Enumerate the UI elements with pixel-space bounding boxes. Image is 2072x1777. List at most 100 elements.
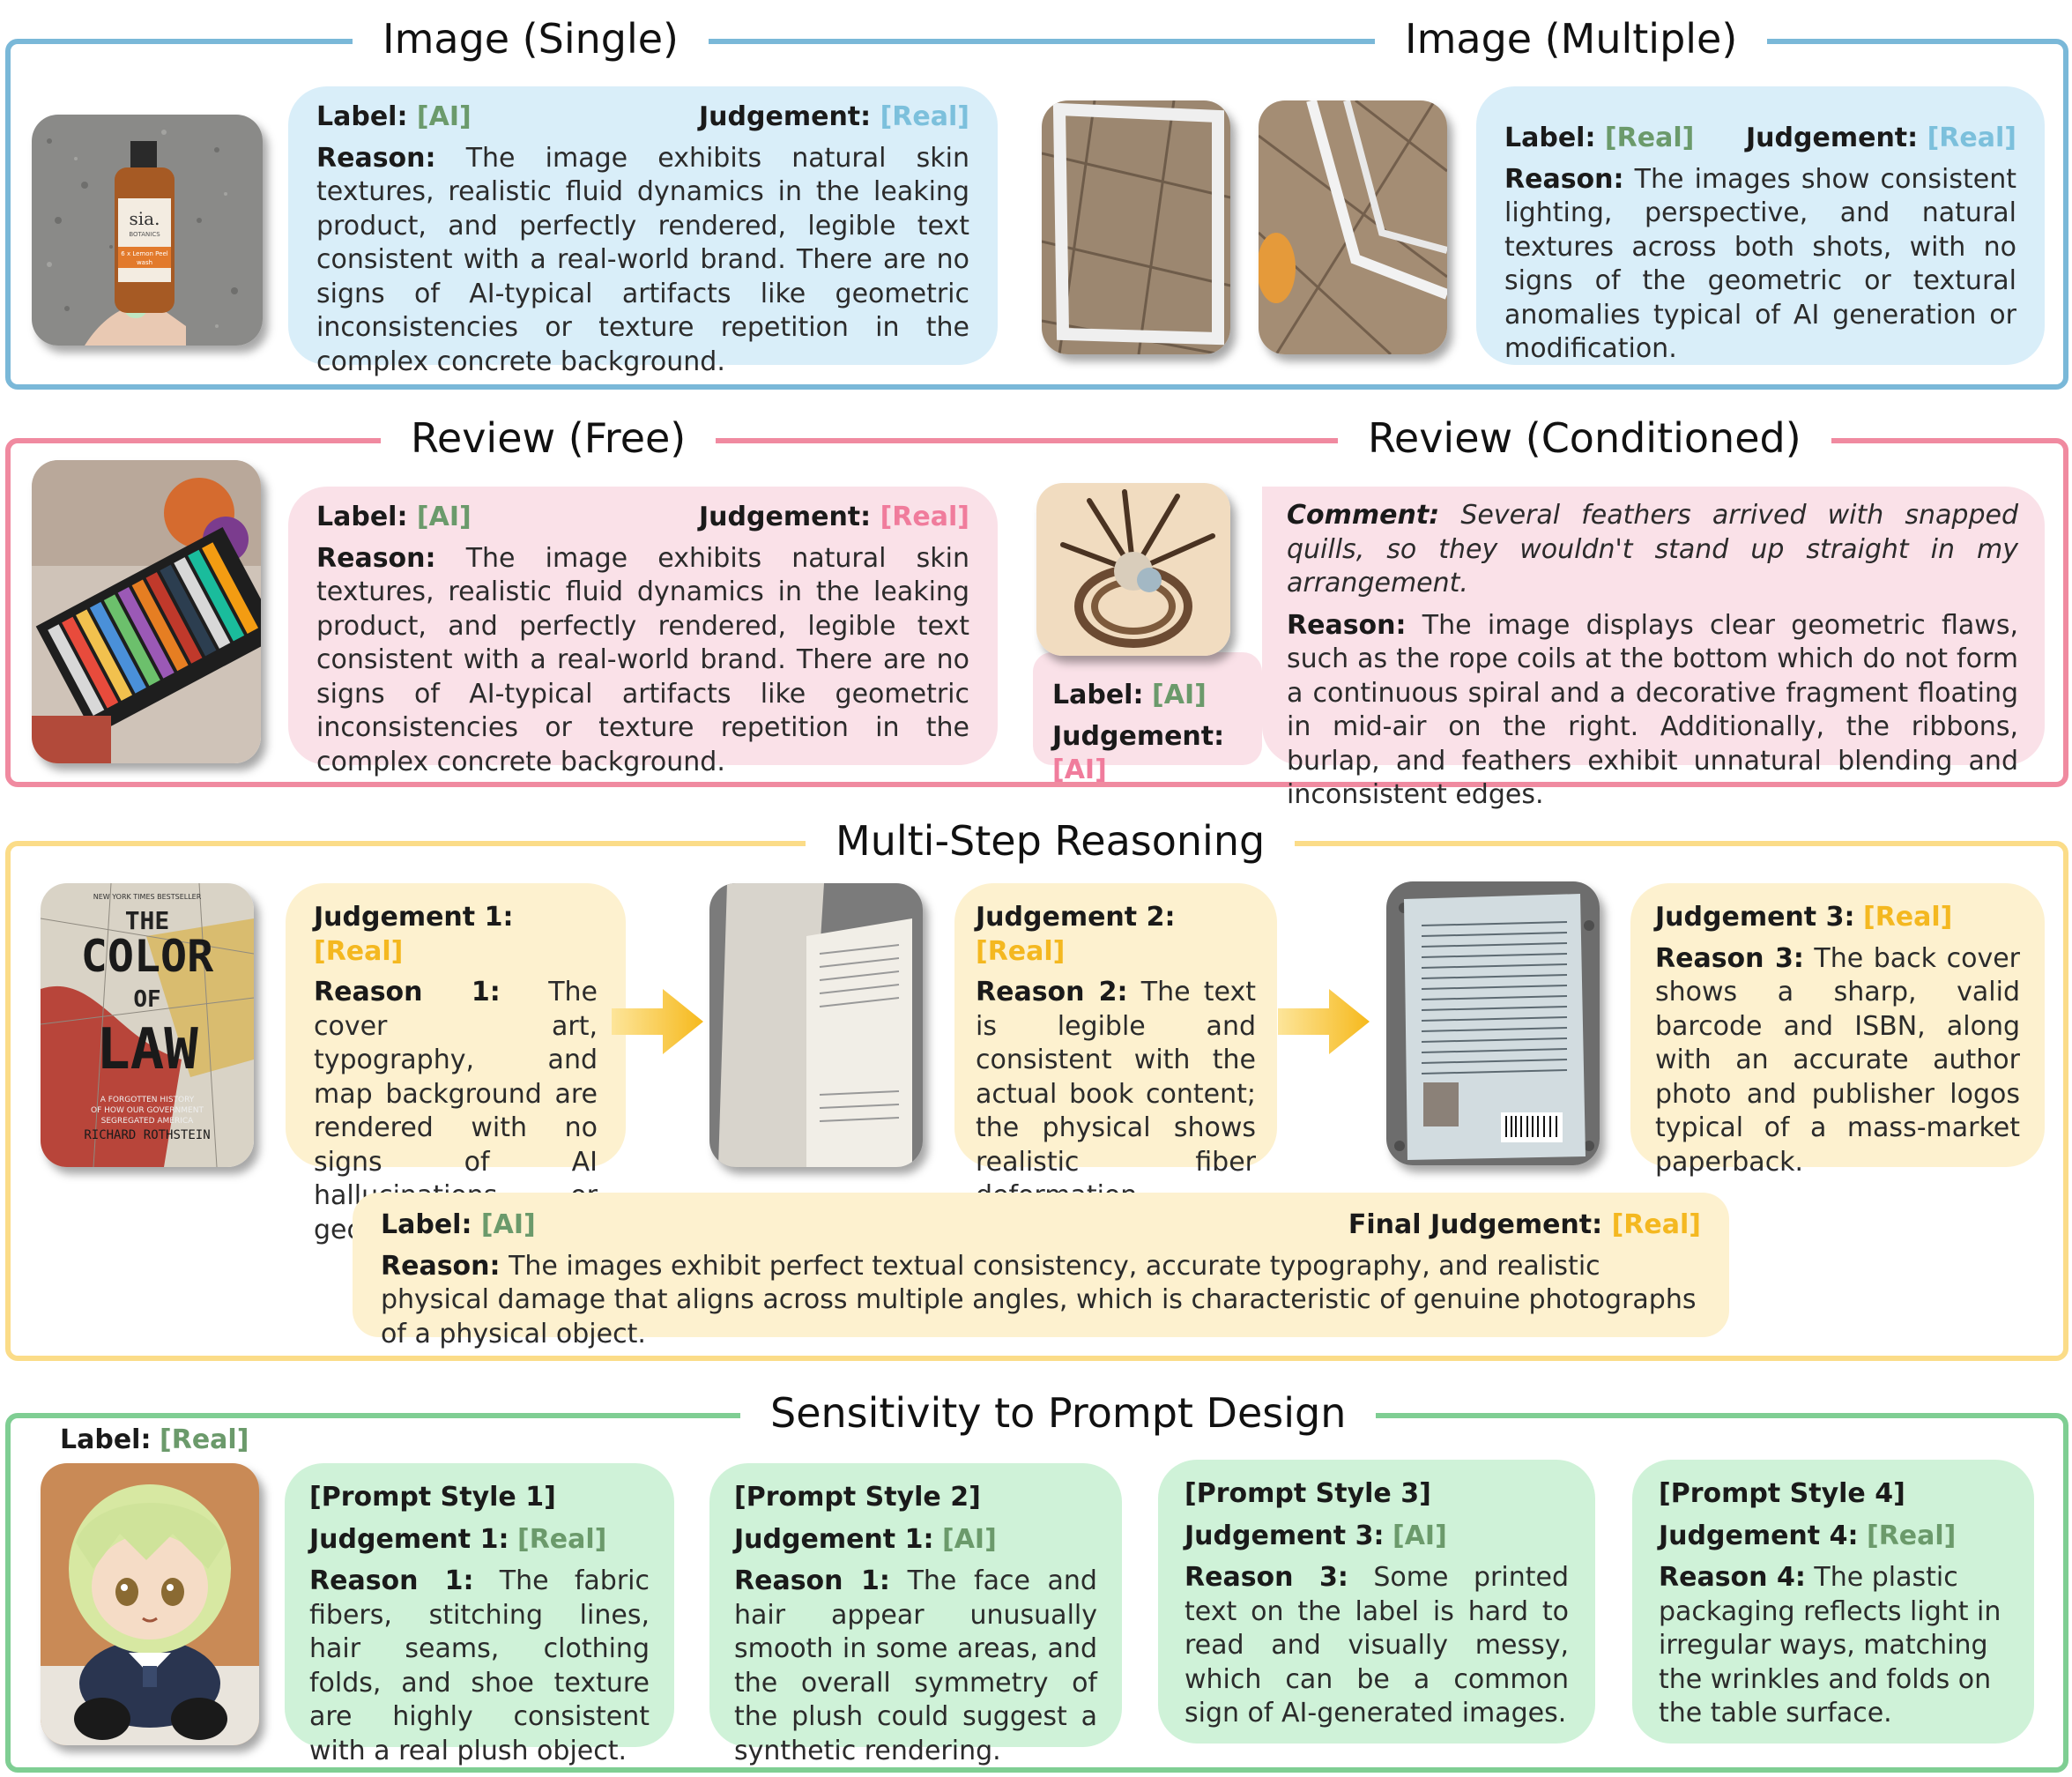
- label-key: Label:: [1052, 680, 1144, 710]
- reason-text: The image exhibits natural skin textures…: [316, 542, 969, 777]
- label-key: Label:: [60, 1424, 152, 1455]
- judgement-value: [AI]: [1392, 1520, 1447, 1551]
- judgement-key: Judgement:: [1052, 720, 1225, 752]
- bubble-multiple: Label: [Real] Judgement: [Real] Reason: …: [1476, 86, 2045, 365]
- reason-key: Reason:: [381, 1250, 501, 1282]
- reason-text: The face and hair appear unusually smoot…: [734, 1565, 1097, 1766]
- reason-key: Reason:: [316, 142, 436, 174]
- sensitivity-label: Label: [Real]: [60, 1424, 249, 1455]
- reason-key: Reason:: [1504, 163, 1624, 195]
- title-review-free: Review (Free): [381, 412, 717, 465]
- label-value: [AI]: [416, 502, 472, 532]
- reason-text: Some printed text on the label is hard t…: [1185, 1562, 1569, 1729]
- judgement-value: [Real]: [880, 101, 969, 132]
- title-image-single: Image (Single): [353, 12, 709, 65]
- photo-tiles-1: [1042, 100, 1230, 354]
- prompt-style-name: [Prompt Style 4]: [1659, 1478, 1905, 1509]
- reason-text: The fabric fibers, stitching lines, hair…: [309, 1565, 650, 1766]
- photo-bottle: sia. BOTANICS 6 x Lemon Peel wash: [32, 115, 263, 346]
- arrow-right-icon: [612, 989, 703, 1054]
- reason-text: The images exhibit perfect textual consi…: [381, 1250, 1697, 1349]
- final-judgement-value: [Real]: [1611, 1209, 1701, 1240]
- book-w1: THE: [125, 906, 170, 935]
- reason-text: The image displays clear geometric flaws…: [1287, 609, 2018, 811]
- bottle-sub: BOTANICS: [129, 231, 160, 238]
- judgement-key: Judgement:: [699, 502, 872, 532]
- label-box-review-cond: Label: [AI] Judgement: [AI]: [1033, 652, 1262, 785]
- judgement-key: Judgement:: [699, 101, 872, 132]
- judgement-value: [Real]: [976, 935, 1066, 967]
- book-sub2: OF HOW OUR GOVERNMENT: [91, 1106, 204, 1115]
- book-sub3: SEGREGATED AMERICA: [101, 1117, 195, 1126]
- bubble-prompt-style-4: [Prompt Style 4] Judgement 4: [Real] Rea…: [1632, 1460, 2034, 1744]
- judgement-value: [Real]: [314, 935, 404, 967]
- photo-tiles-2: [1259, 100, 1447, 354]
- reason-key: Reason 4:: [1659, 1562, 1806, 1593]
- book-w4: LAW: [96, 1017, 198, 1082]
- book-w3: OF: [133, 986, 160, 1013]
- judgement-value: [Real]: [880, 502, 969, 532]
- photo-book-pages: [709, 883, 923, 1167]
- title-image-multiple: Image (Multiple): [1375, 12, 1768, 65]
- label-value: [Real]: [160, 1424, 249, 1455]
- photo-book-back: [1386, 881, 1600, 1165]
- reason-text: The images show consistent lighting, per…: [1504, 163, 2016, 365]
- prompt-style-name: [Prompt Style 1]: [309, 1482, 556, 1513]
- label-key: Label:: [316, 502, 408, 532]
- judgement-key: Judgement 4:: [1659, 1520, 1859, 1551]
- title-sensitivity: Sensitivity to Prompt Design: [740, 1387, 1377, 1439]
- reason-key: Reason 2:: [976, 977, 1128, 1007]
- book-top: NEW YORK TIMES BESTSELLER: [93, 893, 202, 901]
- reason-text: The text is legible and consistent with …: [976, 977, 1256, 1211]
- reason-key: Reason 3:: [1185, 1562, 1348, 1593]
- photo-plush: [41, 1463, 259, 1745]
- reason-text: The back cover shows a sharp, valid barc…: [1655, 942, 2020, 1178]
- panel-review: [5, 438, 2068, 787]
- arrow-right-icon: [1278, 989, 1370, 1054]
- bubble-step-1: Judgement 1: [Real] Reason 1: The cover …: [286, 883, 626, 1245]
- final-judgement-key: Final Judgement:: [1348, 1209, 1603, 1240]
- judgement-value: [Real]: [1862, 902, 1953, 933]
- label-key: Label:: [1504, 123, 1596, 153]
- book-author: RICHARD ROTHSTEIN: [84, 1128, 210, 1142]
- reason-key: Reason:: [1287, 609, 1407, 641]
- bubble-review-conditioned: Comment: Several feathers arrived with s…: [1262, 487, 2045, 810]
- book-sub1: A FORGOTTEN HISTORY: [100, 1096, 195, 1104]
- bubble-review-free: Label: [AI] Judgement: [Real] Reason: Th…: [288, 487, 998, 777]
- reason-key: Reason 3:: [1655, 942, 1804, 974]
- prompt-style-name: [Prompt Style 3]: [1185, 1478, 1431, 1509]
- judgement-key: Judgement 3:: [1185, 1520, 1385, 1551]
- judgement-value: [AI]: [941, 1523, 997, 1555]
- judgement-value: [Real]: [516, 1523, 607, 1555]
- prompt-style-name: [Prompt Style 2]: [734, 1482, 981, 1513]
- judgement-key: Judgement 3:: [1655, 902, 1855, 933]
- reason-key: Reason:: [316, 542, 436, 574]
- title-review-conditioned: Review (Conditioned): [1338, 412, 1831, 465]
- label-value: [AI]: [480, 1209, 536, 1240]
- judgement-key: Judgement 1:: [309, 1523, 509, 1555]
- reason-text: The plastic packaging reflects light in …: [1659, 1562, 2001, 1729]
- judgement-value: [AI]: [1052, 755, 1107, 785]
- bubble-prompt-style-3: [Prompt Style 3] Judgement 3: [AI] Reaso…: [1158, 1460, 1595, 1744]
- label-key: Label:: [316, 101, 408, 132]
- comment-key: Comment:: [1287, 500, 1440, 531]
- bubble-single: Label: [AI] Judgement: [Real] Reason: Th…: [288, 86, 998, 377]
- photo-feather-wreath: [1036, 483, 1230, 656]
- judgement-key: Judgement 2:: [976, 902, 1176, 933]
- comment-text: Several feathers arrived with snapped qu…: [1287, 500, 2018, 599]
- bubble-step-2: Judgement 2: [Real] Reason 2: The text i…: [954, 883, 1277, 1211]
- photo-paint-tubes: [32, 460, 261, 763]
- bubble-step-3: Judgement 3: [Real] Reason 3: The back c…: [1630, 883, 2045, 1178]
- bottle-brand: sia.: [130, 208, 160, 229]
- bubble-final: Label: [AI] Final Judgement: [Real] Reas…: [353, 1193, 1729, 1349]
- reason-key: Reason 1:: [734, 1565, 890, 1596]
- panel-image: [5, 39, 2068, 390]
- bottle-text2: wash: [137, 259, 152, 266]
- reason-key: Reason 1:: [309, 1565, 474, 1596]
- bubble-prompt-style-1: [Prompt Style 1] Judgement 1: [Real] Rea…: [285, 1463, 674, 1766]
- label-value: [AI]: [1152, 680, 1207, 710]
- book-w2: COLOR: [81, 931, 214, 982]
- label-value: [Real]: [1604, 123, 1695, 153]
- photo-book-cover: NEW YORK TIMES BESTSELLER THE COLOR OF L…: [41, 883, 254, 1167]
- bottle-text1: 6 x Lemon Peel: [121, 250, 167, 257]
